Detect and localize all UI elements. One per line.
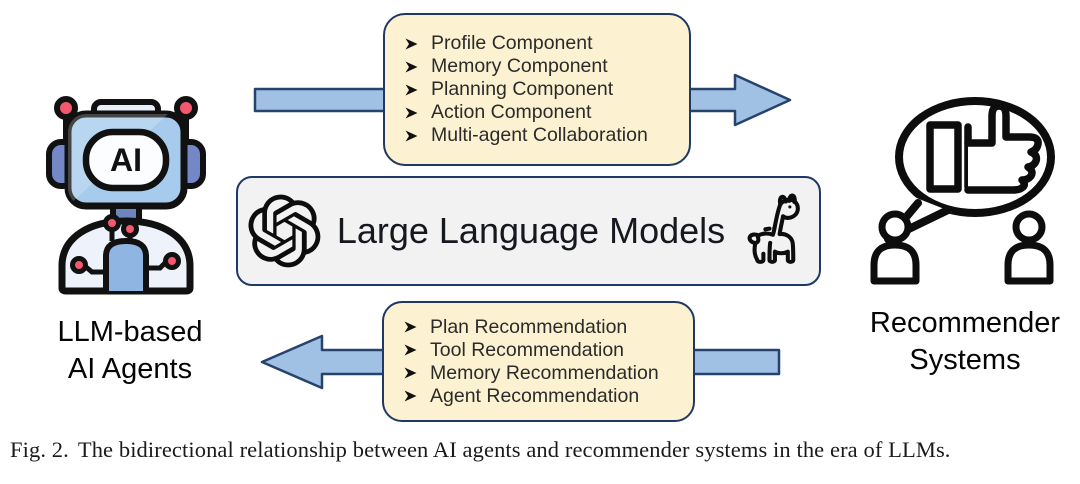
list-item-label: Memory Recommendation — [430, 361, 659, 384]
list-item-label: Plan Recommendation — [430, 315, 628, 338]
user-icon — [1004, 210, 1054, 285]
list-item: Memory Component — [403, 55, 679, 78]
figure-caption-text: The bidirectional relationship between A… — [77, 437, 951, 462]
list-item: Memory Recommendation — [402, 362, 683, 385]
llm-agents-label-line1: LLM-based — [57, 316, 203, 348]
list-item-label: Profile Component — [431, 32, 593, 54]
arrow-bullet-icon — [405, 130, 418, 141]
llm-agents-label-line2: AI Agents — [67, 353, 193, 385]
arrow-bullet-icon — [404, 344, 417, 356]
recommender-systems-label-line1: Recommender — [869, 307, 1061, 339]
arrow-bullet-icon — [404, 367, 417, 379]
list-item-label: Memory Component — [431, 55, 608, 77]
list-item: Action Component — [403, 101, 679, 124]
list-item: Planning Component — [403, 78, 679, 101]
figure-caption-number: Fig. 2. — [10, 437, 69, 462]
llm-agents-label: LLM-based AI Agents — [28, 314, 232, 388]
arrow-bullet-icon — [405, 38, 418, 49]
list-item-label: Multi-agent Collaboration — [431, 124, 648, 146]
ai-robot-icon: AI — [46, 96, 206, 295]
llm-box-label: Large Language Models — [336, 210, 726, 251]
list-item-label: Agent Recommendation — [430, 384, 640, 407]
thumbs-up-icon — [926, 102, 1042, 194]
user-icon — [870, 210, 920, 285]
arrow-bullet-icon — [405, 107, 418, 118]
recommender-systems-label-line2: Systems — [909, 344, 1021, 376]
arrow-bullet-icon — [404, 390, 417, 402]
thumbs-up-speech-bubble-users-icon — [870, 97, 1055, 285]
robot-screen-text: AI — [110, 142, 142, 178]
list-item: Agent Recommendation — [402, 385, 683, 408]
list-item-label: Action Component — [431, 101, 592, 123]
openai-logo-icon — [248, 194, 321, 268]
figure-caption: Fig. 2. The bidirectional relationship be… — [10, 437, 951, 463]
arrow-bullet-icon — [405, 61, 418, 72]
llama-icon — [747, 193, 801, 264]
agent-components-box: Profile Component Memory Component Plann… — [383, 13, 691, 166]
arrow-bullet-icon — [404, 321, 417, 333]
list-item: Multi-agent Collaboration — [403, 124, 679, 147]
list-item: Profile Component — [403, 32, 679, 55]
list-item: Tool Recommendation — [402, 339, 683, 362]
recommendation-tasks-box: Plan Recommendation Tool Recommendation … — [382, 301, 695, 422]
list-item-label: Tool Recommendation — [430, 338, 625, 361]
arrow-bullet-icon — [405, 84, 418, 95]
list-item-label: Planning Component — [431, 78, 614, 100]
list-item: Plan Recommendation — [402, 316, 683, 339]
recommender-systems-label: Recommender Systems — [867, 305, 1063, 379]
llm-box: Large Language Models — [236, 176, 821, 286]
